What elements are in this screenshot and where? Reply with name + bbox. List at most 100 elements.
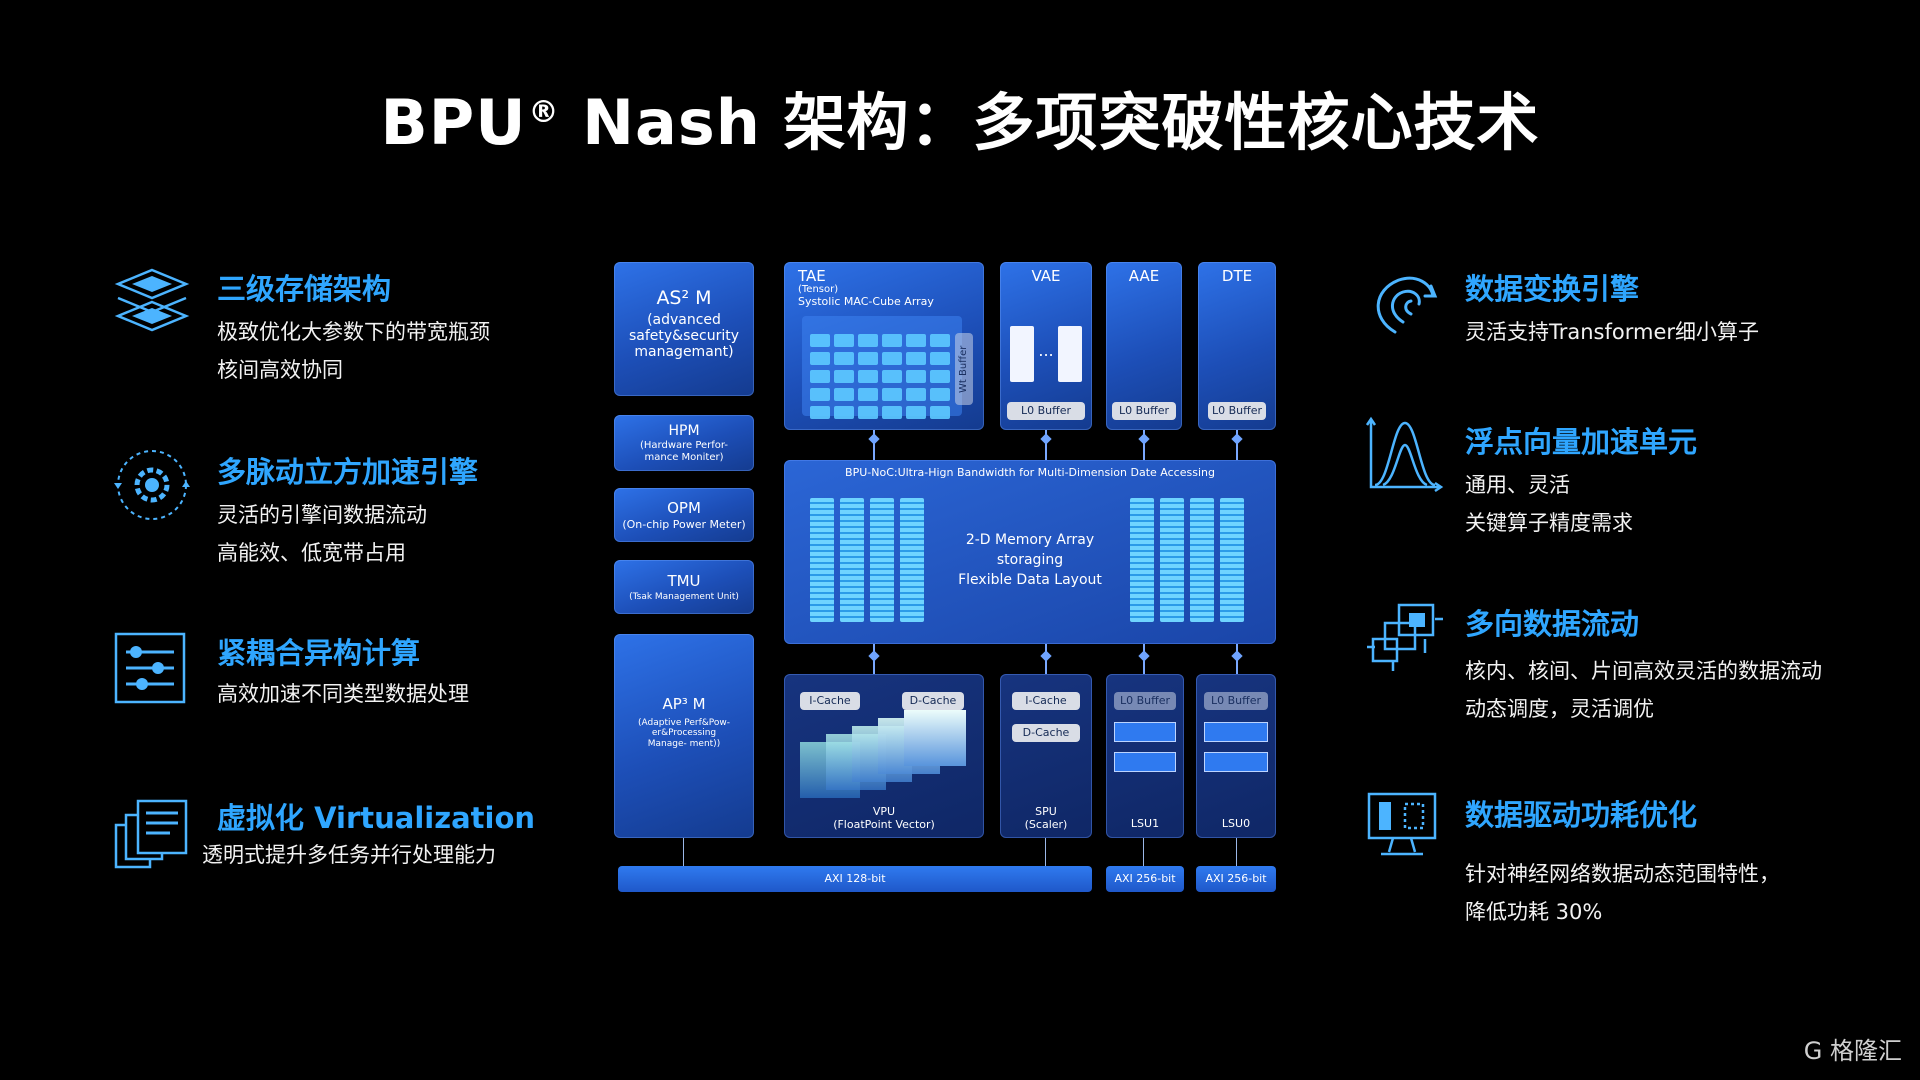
lsu0-l0-buffer: L0 Buffer — [1204, 692, 1268, 710]
watermark-logo: G 格隆汇 — [1803, 1037, 1902, 1065]
feature-title: 三级存储架构 — [217, 272, 392, 306]
feature-line: 灵活的引擎间数据流动 — [217, 503, 427, 527]
mac-cube — [858, 352, 878, 365]
aae-block: AAE — [1106, 262, 1182, 430]
distribution-curve-icon — [1365, 416, 1444, 493]
monitor-chart-icon — [1367, 792, 1437, 856]
mac-cube — [834, 370, 854, 383]
spu-block: SPU (Scaler) — [1000, 674, 1092, 838]
vae-l0-buffer: L0 Buffer — [1007, 402, 1085, 420]
memory-stack — [1220, 498, 1244, 622]
aae-l0-buffer: L0 Buffer — [1112, 402, 1176, 420]
mac-cube — [834, 334, 854, 347]
feature-line: 核内、核间、片间高效灵活的数据流动 — [1465, 659, 1822, 683]
feature-title: 紧耦合异构计算 — [217, 636, 421, 670]
wt-buffer: Wt Buffer — [955, 333, 973, 405]
feature-multi-pulse: 多脉动立方加速引擎 灵活的引擎间数据流动 高能效、低宽带占用 — [112, 445, 572, 565]
mac-cube — [906, 406, 926, 419]
feature-float-vector: 浮点向量加速单元 通用、灵活 关键算子精度需求 — [1365, 415, 1905, 535]
ap3m-block: AP³ M (Adaptive Perf&Pow- er&Processing … — [614, 634, 754, 838]
mac-cube — [930, 406, 950, 419]
feature-multi-direction-flow: 多向数据流动 核内、核间、片间高效灵活的数据流动 动态调度，灵活调优 — [1365, 597, 1905, 721]
mac-cube — [810, 388, 830, 401]
feature-line: 通用、灵活 — [1465, 473, 1570, 497]
memory-stack — [840, 498, 864, 622]
mac-cube — [858, 406, 878, 419]
memory-stack — [810, 498, 834, 622]
page-title: BPU® Nash 架构：多项突破性核心技术 — [380, 86, 1540, 159]
mac-cube — [810, 406, 830, 419]
mac-cube — [882, 352, 902, 365]
mac-cube — [930, 352, 950, 365]
sliders-icon — [114, 632, 186, 704]
mac-cube — [882, 406, 902, 419]
feature-title: 多脉动立方加速引擎 — [217, 455, 479, 489]
spu-icache: I-Cache — [1012, 692, 1080, 710]
feature-line: 针对神经网络数据动态范围特性， — [1465, 862, 1780, 886]
tae-block: TAE (Tensor) Systolic MAC-Cube Array — [784, 262, 984, 430]
gear-cycle-icon — [114, 450, 190, 520]
as2m-block: AS² M (advanced safety&security managema… — [614, 262, 754, 396]
tmu-block: TMU (Tsak Management Unit) — [614, 560, 754, 614]
feature-line: 极致优化大参数下的带宽瓶颈 — [217, 320, 490, 344]
feature-title: 虚拟化 Virtualization — [217, 801, 536, 835]
memory-stack — [1190, 498, 1214, 622]
mac-cube — [858, 370, 878, 383]
feature-line: 高能效、低宽带占用 — [217, 541, 406, 565]
feature-line: 高效加速不同类型数据处理 — [217, 682, 469, 706]
feature-heterogeneous: 紧耦合异构计算 高效加速不同类型数据处理 — [112, 630, 572, 720]
dataflow-squares-icon — [1367, 603, 1443, 671]
layers-icon — [114, 268, 190, 332]
mac-cube — [882, 388, 902, 401]
mac-cube — [834, 352, 854, 365]
memory-stack — [870, 498, 894, 622]
feature-line: 关键算子精度需求 — [1465, 511, 1633, 535]
vae-block: VAE ... — [1000, 262, 1092, 430]
mac-cube — [810, 334, 830, 347]
lsu1-l0-buffer: L0 Buffer — [1114, 692, 1176, 710]
transform-link-icon — [1376, 276, 1438, 334]
memory-stack — [900, 498, 924, 622]
lsu1-block: LSU1 — [1106, 674, 1184, 838]
feature-data-transform: 数据变换引擎 灵活支持Transformer细小算子 — [1365, 262, 1905, 362]
feature-title: 多向数据流动 — [1465, 607, 1640, 641]
memory-stack — [1160, 498, 1184, 622]
feature-line: 动态调度，灵活调优 — [1465, 697, 1654, 721]
memory-stack — [1130, 498, 1154, 622]
feature-title: 数据变换引擎 — [1465, 272, 1640, 306]
documents-icon — [114, 799, 188, 869]
spu-dcache: D-Cache — [1012, 724, 1080, 742]
mac-cube — [930, 334, 950, 347]
feature-line: 降低功耗 30% — [1465, 900, 1603, 924]
axi-128-bus: AXI 128-bit — [618, 866, 1092, 892]
opm-block: OPM (On-chip Power Meter) — [614, 488, 754, 542]
lsu0-block: LSU0 — [1196, 674, 1276, 838]
mac-cube — [906, 370, 926, 383]
feature-line: 灵活支持Transformer细小算子 — [1465, 320, 1760, 344]
mac-cube — [906, 388, 926, 401]
mac-cube — [882, 370, 902, 383]
noc-block: BPU-NoC:Ultra-Hign Bandwidth for Multi-D… — [784, 460, 1276, 644]
vpu-icache: I-Cache — [800, 692, 860, 710]
feature-storage: 三级存储架构 极致优化大参数下的带宽瓶颈 核间高效协同 — [112, 262, 572, 382]
feature-power-optimization: 数据驱动功耗优化 针对神经网络数据动态范围特性， 降低功耗 30% — [1365, 788, 1905, 928]
mac-cube — [858, 334, 878, 347]
mac-cube — [810, 352, 830, 365]
feature-title: 数据驱动功耗优化 — [1465, 798, 1698, 832]
feature-line: 透明式提升多任务并行处理能力 — [202, 843, 496, 867]
mac-cube — [834, 388, 854, 401]
vpu-block: VPU (FloatPoint Vector) — [784, 674, 984, 838]
mac-cube — [882, 334, 902, 347]
axi-256-bus-2: AXI 256-bit — [1196, 866, 1276, 892]
mac-cube — [930, 370, 950, 383]
mac-cube — [930, 388, 950, 401]
vpu-dcache: D-Cache — [902, 692, 964, 710]
mac-cube — [858, 388, 878, 401]
mac-cube — [810, 370, 830, 383]
feature-title: 浮点向量加速单元 — [1465, 425, 1698, 459]
mac-cube — [906, 334, 926, 347]
mac-cube — [834, 406, 854, 419]
hpm-block: HPM (Hardware Perfor- mance Moniter) — [614, 415, 754, 471]
dte-block: DTE — [1198, 262, 1276, 430]
feature-line: 核间高效协同 — [217, 358, 343, 382]
